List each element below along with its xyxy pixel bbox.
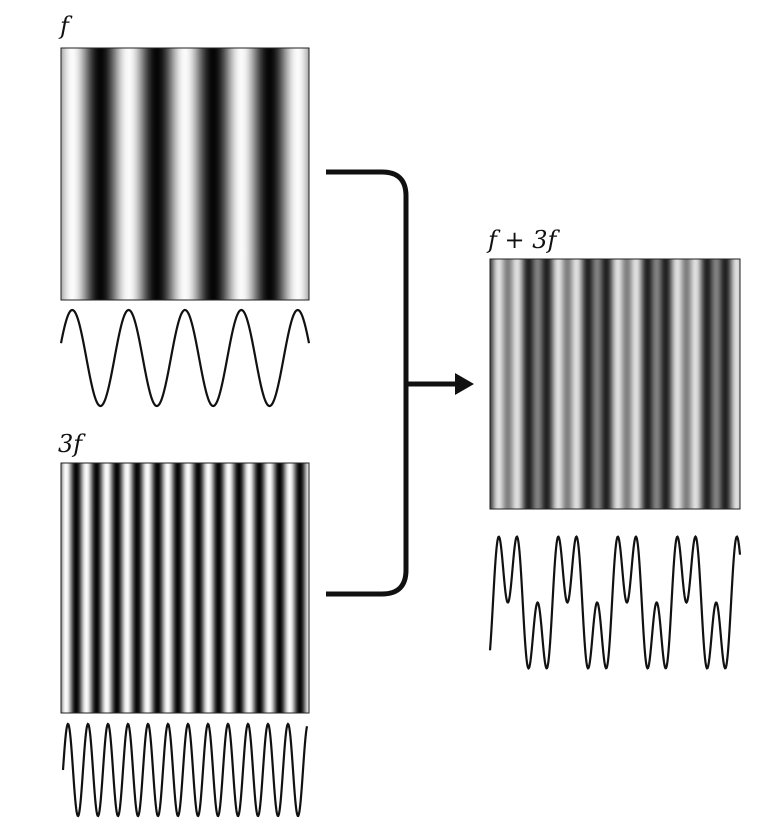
label-3f: 3f [58, 430, 86, 458]
waveform-sum [488, 535, 742, 670]
grating-3f [60, 462, 310, 714]
grating-f [60, 47, 310, 301]
waveform-3f [61, 722, 309, 818]
arrow-head-icon [455, 373, 474, 395]
label-f: f [58, 12, 73, 40]
waveform-f [59, 308, 311, 408]
grating-sum [489, 258, 741, 510]
combine-bracket [326, 169, 409, 597]
label-sum: f + 3f [486, 226, 561, 254]
